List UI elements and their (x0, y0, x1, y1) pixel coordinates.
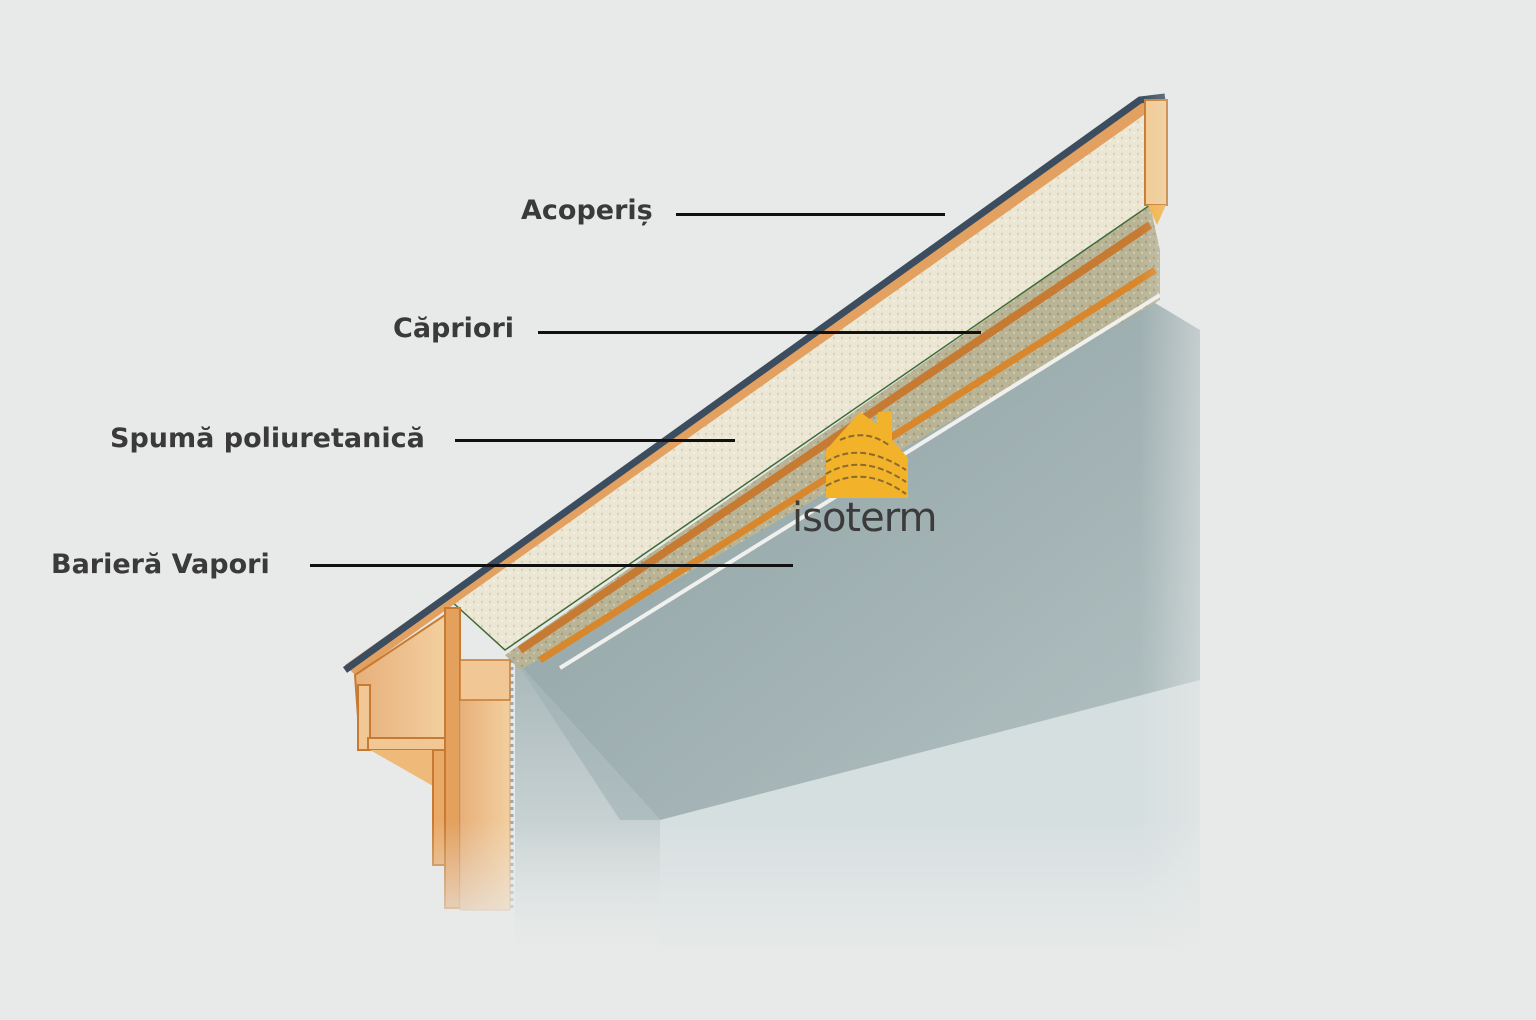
label-acoperis: Acoperiș (521, 195, 653, 226)
isoterm-house-waves-icon (825, 412, 908, 498)
label-capriori: Căpriori (393, 313, 515, 344)
ceiling-drywall (515, 300, 1200, 830)
roof-covering (345, 95, 1165, 675)
label-bariera-vapori: Barieră Vapori (51, 549, 270, 580)
wall-shadow-wedge (515, 660, 660, 820)
isoterm-logo-text: isoterm (792, 495, 937, 541)
leader-line-acoperis (676, 213, 945, 216)
leader-line-capriori (538, 331, 981, 334)
label-spuma-poliuretanica: Spumă poliuretanică (110, 423, 425, 454)
leader-line-bariera (310, 564, 793, 567)
leader-line-spuma (455, 439, 735, 442)
